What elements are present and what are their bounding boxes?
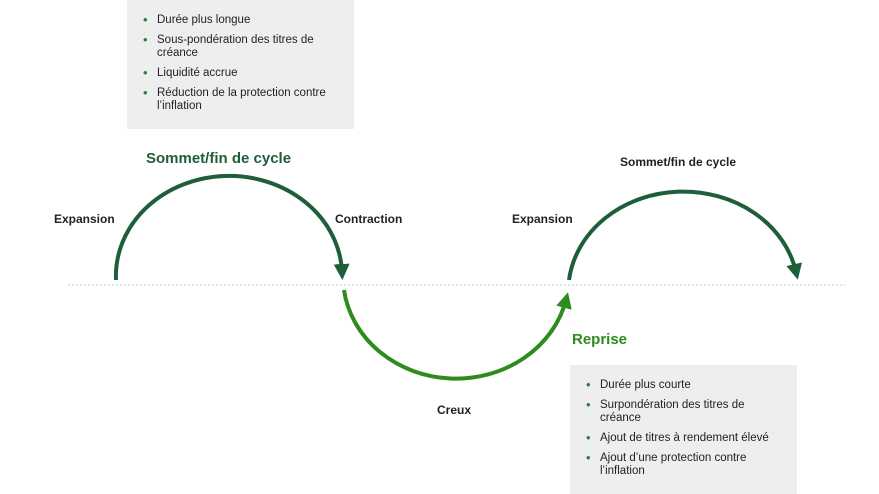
peak-strategy-box: •Durée plus longue •Sous-pondération des… (127, 0, 354, 129)
list-item: •Réduction de la protection contre l’inf… (143, 85, 326, 112)
arc-peak-2 (567, 189, 802, 281)
list-item: •Liquidité accrue (143, 65, 238, 80)
label-expansion-1: Expansion (54, 212, 115, 226)
label-contraction: Contraction (335, 212, 403, 226)
recovery-strategy-box: •Durée plus courte •Surpondération des t… (570, 365, 797, 494)
list-item: •Sous-pondération des titres de créance (143, 32, 314, 59)
arc-trough (342, 289, 572, 381)
label-expansion-2: Expansion (512, 212, 573, 226)
label-peak-2: Sommet/fin de cycle (620, 155, 737, 169)
list-item: •Ajout de titres à rendement élevé (586, 430, 769, 445)
list-item: •Durée plus longue (143, 12, 251, 27)
label-recovery: Reprise (572, 331, 628, 348)
label-peak-1: Sommet/fin de cycle (146, 150, 292, 167)
list-item: •Surpondération des titres de créance (586, 397, 745, 424)
list-item: •Durée plus courte (586, 377, 691, 392)
label-trough: Creux (437, 403, 472, 417)
arc-peak-1 (113, 173, 350, 281)
list-item: •Ajout d’une protection contre l’inflati… (586, 450, 747, 477)
